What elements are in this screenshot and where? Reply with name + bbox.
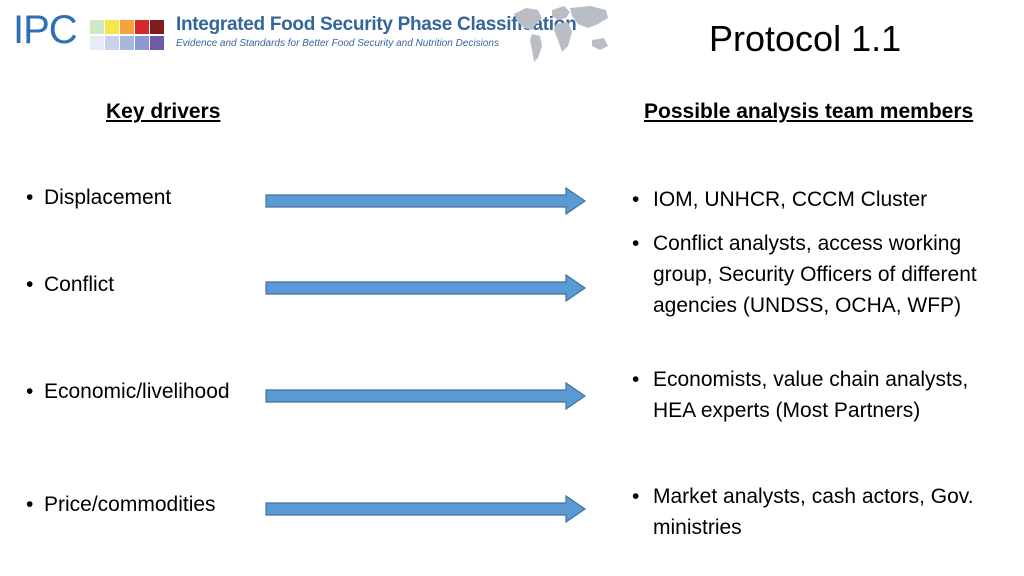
phase-square <box>150 36 164 50</box>
team-member-text: Economists, value chain analysts, HEA ex… <box>653 368 969 422</box>
key-drivers-heading: Key drivers <box>106 100 221 123</box>
driver-item: • Conflict <box>26 273 114 297</box>
phase-square <box>105 20 119 34</box>
team-member-text: IOM, UNHCR, CCCM Cluster <box>653 188 928 211</box>
bullet: • <box>26 186 34 209</box>
org-tagline: Evidence and Standards for Better Food S… <box>176 38 499 49</box>
bullet: • <box>26 493 34 516</box>
right-arrow-icon <box>265 382 587 410</box>
bullet: • <box>632 368 640 391</box>
bullet: • <box>632 188 640 211</box>
driver-label: Displacement <box>44 186 172 209</box>
bullet: • <box>632 485 640 508</box>
team-member-text: Market analysts, cash actors, Gov. minis… <box>653 485 974 539</box>
driver-item: • Price/commodities <box>26 493 216 517</box>
phase-color-squares <box>90 20 165 54</box>
phase-square <box>150 20 164 34</box>
slide-title: Protocol 1.1 <box>709 18 902 59</box>
phase-square <box>90 20 104 34</box>
driver-label: Price/commodities <box>44 493 216 516</box>
driver-label: Economic/livelihood <box>44 380 230 403</box>
org-name: Integrated Food Security Phase Classific… <box>176 14 577 35</box>
team-member-item: • Economists, value chain analysts, HEA … <box>632 364 1012 426</box>
phase-square <box>105 36 119 50</box>
driver-item: • Economic/livelihood <box>26 380 230 404</box>
driver-item: • Displacement <box>26 186 171 210</box>
header: IPC Integrated Food Security Phase Class… <box>0 0 1024 72</box>
team-member-item: • Conflict analysts, access working grou… <box>632 228 1012 321</box>
phase-square <box>120 36 134 50</box>
driver-label: Conflict <box>44 273 115 296</box>
ipc-logo: IPC <box>13 8 78 52</box>
phase-square <box>135 20 149 34</box>
phase-square <box>135 36 149 50</box>
phase-square <box>90 36 104 50</box>
bullet: • <box>26 273 34 296</box>
bullet: • <box>26 380 34 403</box>
phase-square <box>120 20 134 34</box>
right-arrow-icon <box>265 495 587 523</box>
team-member-item: • IOM, UNHCR, CCCM Cluster <box>632 184 1012 215</box>
team-members-heading: Possible analysis team members <box>644 100 974 123</box>
right-arrow-icon <box>265 187 587 215</box>
world-map-icon <box>514 6 608 62</box>
team-member-item: • Market analysts, cash actors, Gov. min… <box>632 481 1012 543</box>
team-member-text: Conflict analysts, access working group,… <box>653 232 977 317</box>
bullet: • <box>632 232 640 255</box>
right-arrow-icon <box>265 274 587 302</box>
